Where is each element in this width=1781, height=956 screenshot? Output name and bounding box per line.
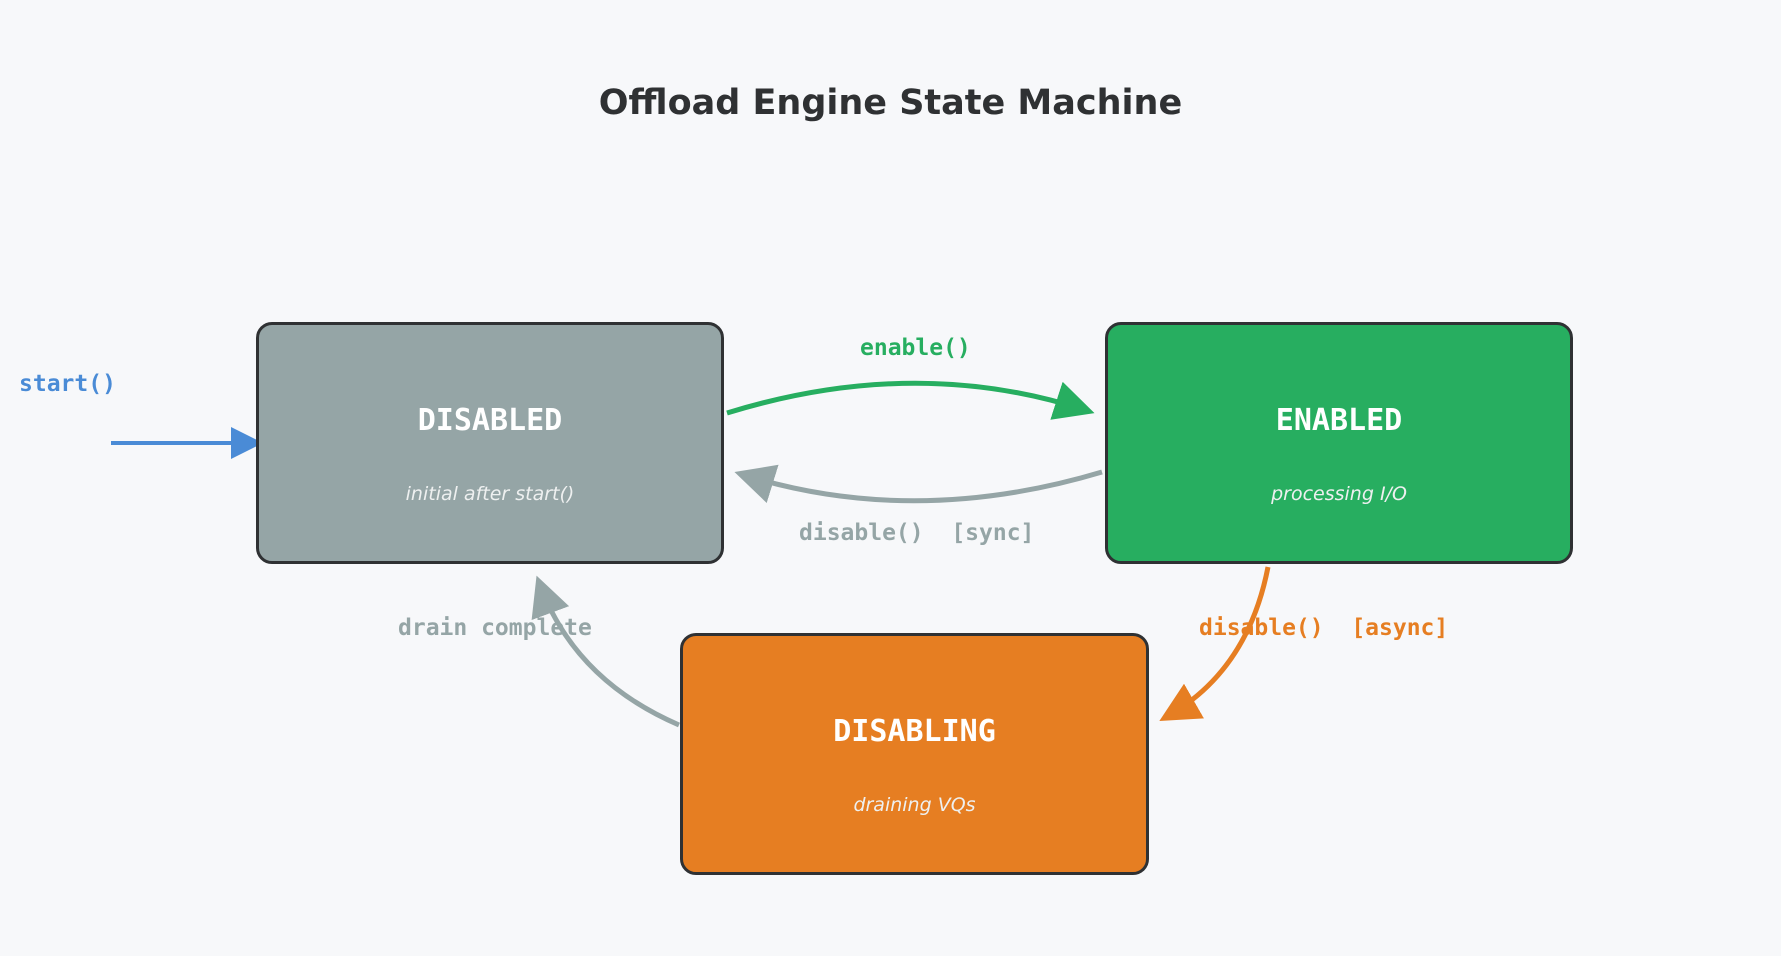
- disable-async-label: disable() [async]: [1199, 615, 1449, 641]
- drain-complete-label: drain complete: [398, 615, 592, 641]
- state-enabled: ENABLED processing I/O: [1105, 322, 1573, 564]
- state-enabled-name: ENABLED: [1275, 403, 1403, 438]
- state-enabled-desc: processing I/O: [1271, 483, 1407, 505]
- start-label: start(): [19, 371, 116, 397]
- state-disabled: DISABLED initial after start(): [256, 322, 724, 564]
- state-disabling-name: DISABLING: [833, 714, 996, 749]
- diagram-title: Offload Engine State Machine: [598, 83, 1183, 123]
- disable-async-arrow: [1159, 566, 1271, 721]
- disable-sync-arrow: [734, 464, 1103, 504]
- disable-sync-label: disable() [sync]: [799, 520, 1035, 546]
- enable-arrow: [726, 380, 1095, 420]
- state-disabled-name: DISABLED: [417, 403, 563, 438]
- drain-complete-arrow: [531, 575, 680, 728]
- state-disabling: DISABLING draining VQs: [680, 633, 1149, 875]
- enable-label: enable(): [860, 335, 971, 361]
- state-disabled-desc: initial after start(): [405, 483, 575, 505]
- state-disabling-desc: draining VQs: [853, 794, 976, 816]
